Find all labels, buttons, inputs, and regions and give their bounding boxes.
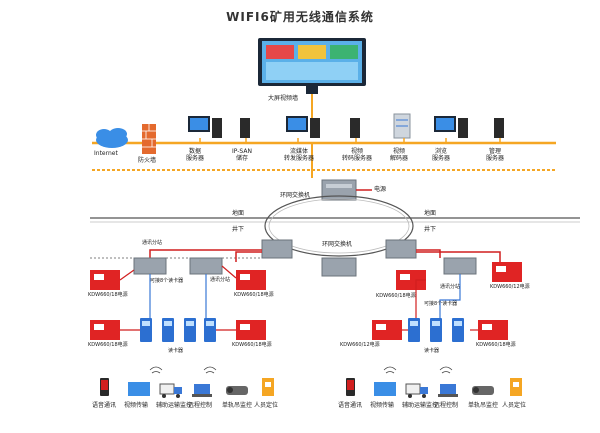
server-3: [350, 118, 360, 143]
card-reader-icon: [452, 318, 464, 342]
diagram-title: WIFI6矿用无线通信系统: [226, 10, 374, 24]
server-label-2: 流媒体 转发服务器: [284, 148, 315, 162]
comm-branch-label-1: 通讯分站: [142, 240, 163, 246]
card-readers-left: [140, 318, 216, 342]
power-box-left-2: [236, 270, 266, 290]
card-reader-icon: [408, 318, 420, 342]
power-box-left-3: [90, 320, 120, 340]
ring-switch-right: [385, 239, 417, 259]
right-terminal-label-5: 人员定位: [502, 402, 527, 409]
left-terminal-label-1: 视频传输: [124, 402, 149, 409]
power-box-right-4: [478, 320, 508, 340]
video-wall: [258, 38, 366, 94]
left-terminal-icon-3: [192, 384, 212, 397]
right-terminal-icon-0: [346, 378, 355, 396]
server-label-1: IP-SAN 储存: [232, 148, 252, 162]
right-terminal-icon-4: [472, 386, 494, 395]
server-6: [494, 118, 504, 143]
terminal-devices-left: [100, 378, 274, 398]
video-wall-label: 大屏视频墙: [268, 95, 299, 102]
kdw-label-8: KDW660/18电源: [476, 342, 516, 348]
kdw-label-3: KDW660/18电源: [88, 342, 128, 348]
server-label-0: 数据 服务器: [186, 148, 205, 162]
comm-branch-left-1: [133, 257, 167, 275]
ring-switch-top-label: 环网交换机: [280, 192, 311, 199]
comm-branch-right: [443, 257, 477, 275]
card-reader-label-right: 读卡器: [424, 348, 440, 354]
internet-label: Internet: [94, 150, 118, 157]
ring-switch-top: [321, 179, 357, 201]
kdw-label-2: KDW660/18电源: [234, 292, 274, 298]
card-reader-icon: [430, 318, 442, 342]
right-terminal-label-0: 语音通讯: [338, 402, 363, 409]
comm-branch-left-2: [189, 257, 223, 275]
firewall-label: 防火墙: [138, 157, 157, 164]
server-label-4: 视频 解码器: [390, 148, 409, 162]
left-terminal-label-4: 单轨吊监控: [222, 402, 253, 409]
left-terminal-icon-2: [159, 383, 182, 398]
power-label: 电源: [374, 186, 387, 193]
reader-capacity-label-1: 可接8个读卡器: [150, 278, 184, 284]
ground-label-right: 地面: [424, 210, 437, 217]
right-terminal-icon-1: [374, 382, 396, 396]
server-2: [286, 116, 320, 143]
right-terminal-label-4: 单轨吊监控: [468, 402, 499, 409]
card-reader-icon: [204, 318, 216, 342]
kdw-label-4: KDW660/18电源: [232, 342, 272, 348]
left-terminal-icon-0: [100, 378, 109, 396]
ring-switch-mid-label: 环网交换机: [322, 241, 353, 248]
right-terminal-icon-3: [438, 384, 458, 397]
kdw-label-6: KDW660/12电源: [490, 284, 530, 290]
comm-branch-label-2: 通讯分站: [210, 277, 231, 283]
kdw-label-7: KDW660/12电源: [340, 342, 380, 348]
server-0: [188, 116, 222, 143]
left-terminal-label-5: 人员定位: [254, 402, 279, 409]
reader-capacity-label-2: 可接8个读卡器: [424, 301, 458, 307]
card-reader-icon: [140, 318, 152, 342]
terminal-devices-right: [346, 378, 522, 398]
server-4: [393, 113, 411, 143]
server-label-3: 视频 转码服务器: [342, 148, 373, 162]
left-terminal-icon-4: [226, 386, 248, 395]
card-reader-label-left: 读卡器: [168, 348, 184, 354]
wifi-signal-icon: [149, 366, 453, 374]
comm-branch-label-3: 通讯分站: [440, 284, 461, 290]
right-terminal-label-1: 视频传输: [370, 402, 395, 409]
right-terminal-icon-2: [405, 383, 428, 398]
left-terminal-icon-1: [128, 382, 150, 396]
right-terminal-label-2: 辅助运输监控: [402, 402, 439, 409]
left-terminal-label-0: 语音通讯: [92, 402, 117, 409]
server-5: [434, 116, 468, 143]
kdw-label-1: KDW660/18电源: [88, 292, 128, 298]
left-terminal-icon-5: [262, 378, 274, 396]
left-terminal-label-2: 辅助运输监控: [156, 402, 193, 409]
right-terminal-label-3: 远程控制: [434, 402, 459, 409]
underground-label-left: 井下: [232, 226, 245, 233]
power-box-right-2: [492, 262, 522, 282]
power-box-right-1: [396, 270, 426, 290]
power-box-left-4: [236, 320, 266, 340]
ring-switch-left: [261, 239, 293, 259]
right-terminal-icon-5: [510, 378, 522, 396]
ring-switch-bottom: [321, 257, 357, 277]
surface-servers: [188, 113, 504, 143]
internet-cloud-icon: [96, 128, 128, 148]
left-terminal-label-3: 远程控制: [188, 402, 213, 409]
card-reader-icon: [162, 318, 174, 342]
server-1: [240, 118, 250, 143]
kdw-label-5: KDW660/18电源: [376, 293, 416, 299]
power-box-right-3: [372, 320, 402, 340]
card-readers-right: [408, 318, 464, 342]
server-label-5: 浏览 服务器: [432, 148, 451, 162]
card-reader-icon: [184, 318, 196, 342]
ground-label-left: 地面: [232, 210, 245, 217]
firewall-icon: [142, 124, 156, 154]
power-box-left-1: [90, 270, 120, 290]
server-label-6: 管理 服务器: [486, 148, 505, 162]
underground-label-right: 井下: [424, 226, 437, 233]
